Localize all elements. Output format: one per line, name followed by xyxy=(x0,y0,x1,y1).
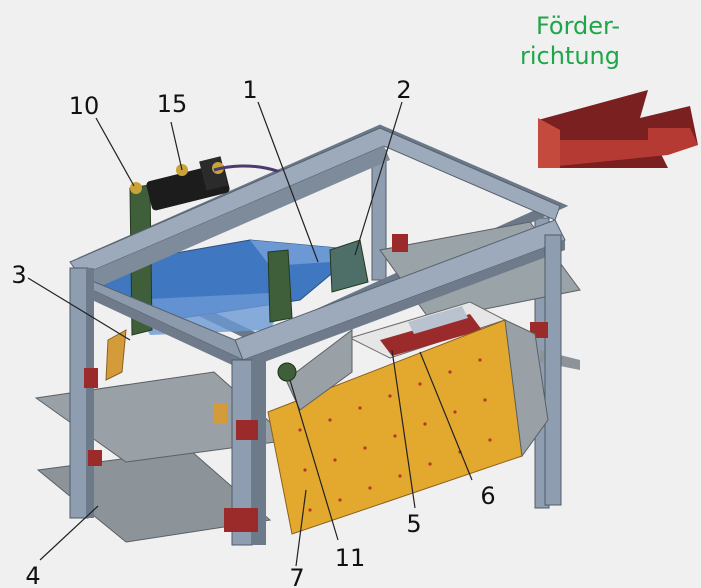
part-number-4: 4 xyxy=(25,562,40,588)
direction-label-line2: richtung xyxy=(520,42,620,70)
deflector-wedge xyxy=(285,328,353,411)
yellow-chute xyxy=(267,319,549,535)
opening-window xyxy=(348,301,507,359)
part-number-10: 10 xyxy=(69,92,100,120)
leader-lines xyxy=(27,101,473,567)
direction-arrow xyxy=(538,90,698,168)
orange-block xyxy=(213,404,227,424)
chute-bolt-holes xyxy=(298,358,492,512)
red-rollers xyxy=(84,234,548,532)
hinge-point xyxy=(277,362,297,382)
part-number-1: 1 xyxy=(242,76,257,104)
part-number-2: 2 xyxy=(396,76,411,104)
orange-tab xyxy=(105,329,127,381)
part-number-7: 7 xyxy=(289,564,304,588)
front-left-post xyxy=(69,267,94,519)
front-middle-post xyxy=(231,359,266,546)
part-number-6: 6 xyxy=(480,482,495,510)
top-frame xyxy=(69,127,566,370)
green-bracket-right xyxy=(329,239,369,293)
direction-label-line1: Förder- xyxy=(536,12,620,40)
part-number-11: 11 xyxy=(335,544,366,572)
arrow-front-face xyxy=(538,128,698,168)
part-number-5: 5 xyxy=(406,510,421,538)
part-number-15: 15 xyxy=(157,90,188,118)
arrow-tip-face xyxy=(538,118,560,168)
green-bracket-mid xyxy=(267,249,293,323)
front-right-post xyxy=(544,234,562,506)
part-number-3: 3 xyxy=(11,261,26,289)
